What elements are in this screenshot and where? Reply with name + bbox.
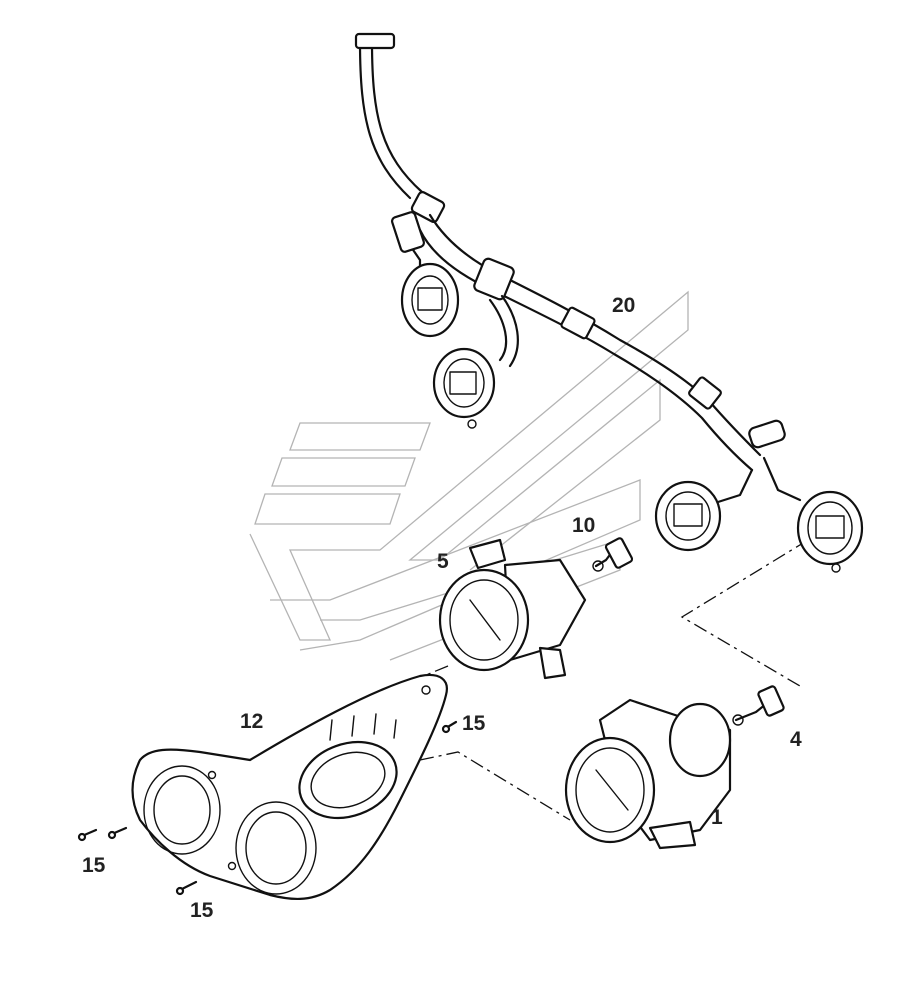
fog-lamp-upper	[438, 538, 587, 680]
fog-lamp-lower	[564, 698, 732, 850]
callout-lamp-upper: 5	[437, 550, 449, 573]
bulb-upper	[592, 537, 634, 572]
callout-screw-bracket-right: 15	[462, 712, 486, 735]
lamp-bracket	[131, 673, 448, 901]
callout-lamp-lower: 1	[711, 806, 723, 829]
callout-bulb-upper: 10	[572, 514, 595, 537]
callout-bracket: 12	[240, 710, 263, 733]
callout-bulb-lower: 4	[790, 728, 802, 751]
callout-harness: 20	[612, 294, 635, 317]
wiring-harness	[354, 32, 864, 573]
bulb-lower	[732, 685, 785, 726]
screws	[77, 720, 458, 896]
callout-screw-left-pair: 15	[82, 854, 106, 877]
callout-screw-bottom: 15	[190, 899, 214, 922]
callout-labels: 20 10 5 12 15 4 1 15 15	[82, 294, 802, 922]
